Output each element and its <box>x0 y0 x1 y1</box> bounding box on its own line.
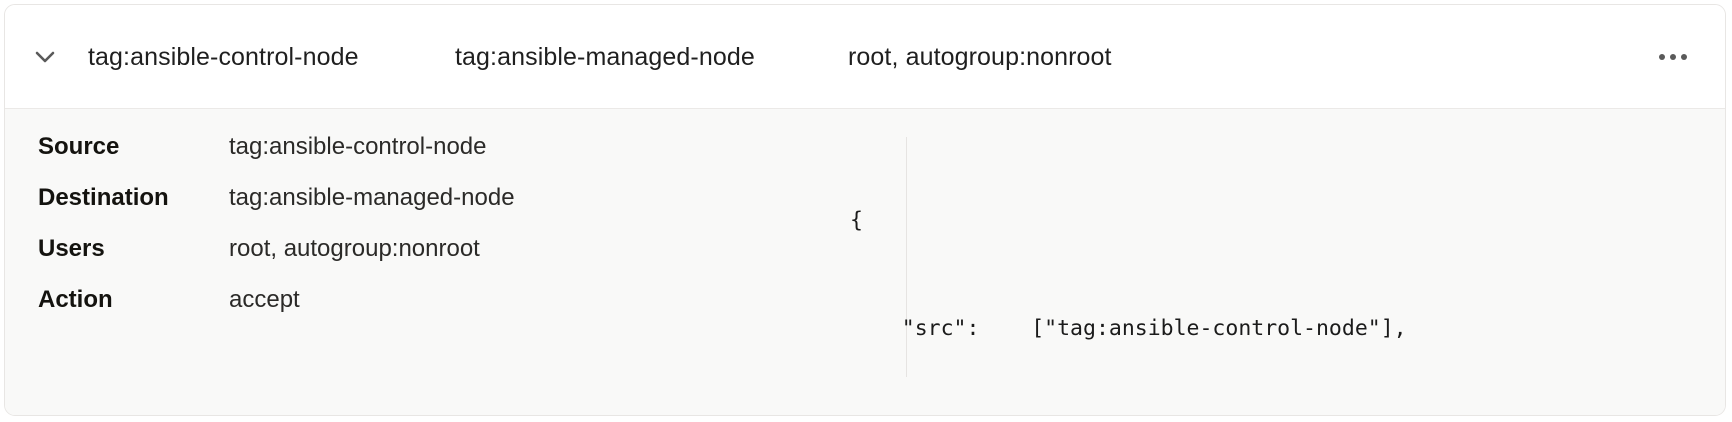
rule-json-code-block: { "src": ["tag:ansible-control-node"], "… <box>850 131 1420 415</box>
card-body: Source tag:ansible-control-node Destinat… <box>5 109 1725 415</box>
detail-value-users: root, autogroup:nonroot <box>229 235 480 262</box>
detail-row: Source tag:ansible-control-node <box>38 133 818 184</box>
header-destination-summary: tag:ansible-managed-node <box>455 43 755 71</box>
detail-value-action: accept <box>229 286 300 313</box>
code-line: { <box>850 208 863 233</box>
vertical-divider <box>906 137 907 377</box>
ellipsis-horizontal-icon[interactable] <box>1653 39 1693 75</box>
ellipsis-dot <box>1670 54 1676 60</box>
code-line: "src": ["tag:ansible-control-node"], <box>850 316 1407 341</box>
header-source-summary: tag:ansible-control-node <box>88 43 359 71</box>
header-users-summary: root, autogroup:nonroot <box>848 43 1112 71</box>
detail-label-destination: Destination <box>38 184 169 211</box>
detail-value-destination: tag:ansible-managed-node <box>229 184 515 211</box>
chevron-down-icon[interactable] <box>29 41 61 73</box>
detail-label-users: Users <box>38 235 105 262</box>
ellipsis-dot <box>1659 54 1665 60</box>
ellipsis-dot <box>1681 54 1687 60</box>
card-header[interactable]: tag:ansible-control-node tag:ansible-man… <box>5 5 1725 109</box>
acl-rule-card: tag:ansible-control-node tag:ansible-man… <box>4 4 1726 416</box>
detail-row: Action accept <box>38 286 818 337</box>
detail-label-source: Source <box>38 133 120 160</box>
detail-row: Destination tag:ansible-managed-node <box>38 184 818 235</box>
detail-value-source: tag:ansible-control-node <box>229 133 487 160</box>
detail-row: Users root, autogroup:nonroot <box>38 235 818 286</box>
detail-label-action: Action <box>38 286 113 313</box>
rule-detail-list: Source tag:ansible-control-node Destinat… <box>38 133 818 337</box>
